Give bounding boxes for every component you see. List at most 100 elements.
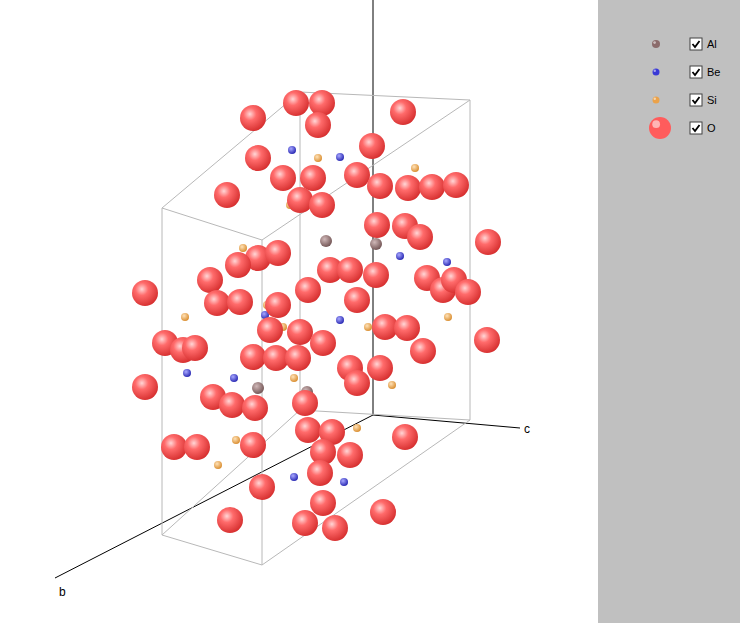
swatch-highlight: [653, 41, 656, 44]
o-atom: [265, 292, 291, 318]
o-atom: [322, 515, 348, 541]
legend-swatch: [653, 69, 660, 76]
legend-label: O: [707, 123, 716, 134]
legend-label: Al: [707, 39, 717, 50]
si-atom: [411, 164, 419, 172]
o-atom: [161, 434, 187, 460]
o-atom: [242, 395, 268, 421]
si-atom: [314, 154, 322, 162]
o-atom: [292, 390, 318, 416]
si-atom: [444, 313, 452, 321]
o-atom: [132, 374, 158, 400]
swatch-highlight: [654, 70, 656, 72]
o-atom: [367, 173, 393, 199]
legend-label: Si: [707, 95, 717, 106]
o-atom: [270, 165, 296, 191]
o-atom: [309, 192, 335, 218]
legend-row: [653, 66, 703, 78]
o-atom: [367, 355, 393, 381]
checkbox: [690, 38, 702, 50]
o-atom: [295, 277, 321, 303]
be-atom: [340, 478, 348, 486]
o-atom: [204, 290, 230, 316]
o-atom: [370, 499, 396, 525]
o-atom: [285, 345, 311, 371]
be-atom: [396, 252, 404, 260]
al-atom: [252, 382, 264, 394]
si-atom: [181, 313, 189, 321]
cell-edge: [162, 208, 262, 565]
axes: [55, 0, 520, 578]
o-atom: [309, 90, 335, 116]
si-atom: [232, 436, 240, 444]
checkbox-tick: [693, 97, 700, 103]
checkbox-tick: [693, 69, 700, 75]
o-atom: [225, 252, 251, 278]
o-atom: [292, 510, 318, 536]
o-atom: [214, 182, 240, 208]
o-atom: [217, 507, 243, 533]
o-atom: [132, 280, 158, 306]
axis-line: [373, 415, 520, 428]
o-atom: [197, 267, 223, 293]
unit-cell: [162, 92, 470, 565]
o-atom: [307, 460, 333, 486]
o-atom: [245, 145, 271, 171]
cell-edge: [300, 92, 470, 420]
legend-row: [649, 117, 702, 139]
legend-label: Be: [707, 67, 720, 78]
be-atom: [290, 473, 298, 481]
o-atom: [364, 212, 390, 238]
be-atom: [230, 374, 238, 382]
o-atom: [410, 338, 436, 364]
be-atom: [288, 146, 296, 154]
o-atom: [363, 262, 389, 288]
checkbox-tick: [693, 125, 700, 131]
axis-label: b: [59, 586, 66, 598]
axis-line: [55, 415, 373, 578]
silicon-atoms: [181, 154, 452, 481]
o-atom: [184, 434, 210, 460]
o-atom: [455, 279, 481, 305]
o-atom: [443, 172, 469, 198]
be-atom: [336, 316, 344, 324]
o-atom: [474, 327, 500, 353]
be-atom: [443, 258, 451, 266]
o-atom: [337, 442, 363, 468]
o-atom: [249, 474, 275, 500]
aluminium-atoms: [252, 235, 382, 398]
o-atom: [344, 162, 370, 188]
o-atom: [240, 105, 266, 131]
oxygen-atoms: [132, 90, 501, 541]
axis-label: c: [524, 423, 530, 435]
o-atom: [475, 229, 501, 255]
o-atom: [287, 319, 313, 345]
be-atom: [336, 153, 344, 161]
checkbox-tick: [693, 41, 700, 47]
legend-row: [652, 38, 702, 50]
o-atom: [395, 175, 421, 201]
o-atom: [419, 174, 445, 200]
o-atom: [182, 335, 208, 361]
o-atom: [344, 370, 370, 396]
o-atom: [265, 240, 291, 266]
swatch-highlight: [654, 98, 656, 100]
o-atom: [390, 99, 416, 125]
o-atom: [407, 224, 433, 250]
si-atom: [239, 244, 247, 252]
legend-swatch: [653, 97, 660, 104]
si-atom: [388, 381, 396, 389]
legend-swatch: [649, 117, 671, 139]
axis-line: [373, 0, 374, 415]
legend-row: [653, 94, 703, 106]
o-atom: [310, 330, 336, 356]
beryllium-atoms: [183, 146, 451, 486]
checkbox: [690, 66, 702, 78]
o-atom: [295, 417, 321, 443]
si-atom: [353, 424, 361, 432]
si-atom: [364, 323, 372, 331]
si-atom: [290, 374, 298, 382]
al-atom: [320, 235, 332, 247]
